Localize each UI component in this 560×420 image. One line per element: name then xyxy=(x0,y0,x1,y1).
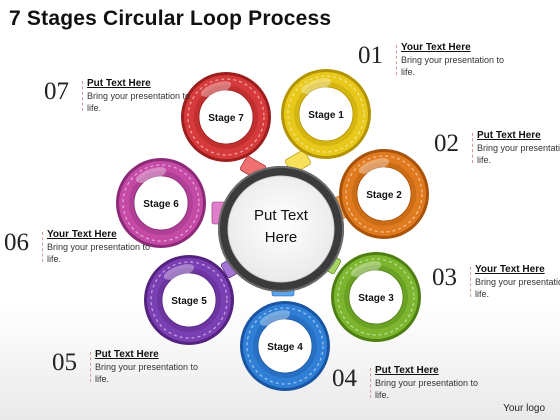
callout-05-separator xyxy=(90,352,91,382)
stage-6-ring[interactable]: Stage 6 xyxy=(116,158,206,248)
central-hub: Put Text Here xyxy=(218,166,344,292)
stage-7-label: Stage 7 xyxy=(208,113,244,124)
stage-1-gloss xyxy=(300,78,332,94)
callout-06-body: Bring your presentation to life. xyxy=(47,242,151,264)
stage-2-gloss xyxy=(358,158,390,174)
stage-3-label: Stage 3 xyxy=(358,293,394,304)
stage-3-stitch xyxy=(337,258,415,336)
callout-07-number: 07 xyxy=(44,78,69,105)
callout-06-number: 06 xyxy=(4,229,29,256)
callout-05-heading: Put Text Here xyxy=(95,349,159,360)
center-text-line1: Put Text xyxy=(254,207,309,224)
callout-06-heading: Your Text Here xyxy=(47,229,117,240)
stage-2-stitch xyxy=(345,155,423,233)
callout-03-heading: Your Text Here xyxy=(475,264,545,275)
stage-1-stitch xyxy=(287,75,365,153)
hub-ring-highlight xyxy=(218,166,344,292)
callout-02-number: 02 xyxy=(434,130,459,157)
stage-6-label: Stage 6 xyxy=(143,199,179,210)
callout-04-number: 04 xyxy=(332,365,357,392)
stage-1-ring[interactable]: Stage 1 xyxy=(281,69,371,159)
callout-01-heading: Your Text Here xyxy=(401,42,471,53)
stage-3-disc xyxy=(348,269,404,325)
callout-03-number: 03 xyxy=(432,264,457,291)
callout-03-separator xyxy=(470,267,471,297)
callout-07-heading: Put Text Here xyxy=(87,78,151,89)
stage-5-gloss xyxy=(163,264,195,280)
callout-01-number: 01 xyxy=(358,42,383,69)
stage-7-ring[interactable]: Stage 7 xyxy=(181,72,271,162)
stage-2-disc xyxy=(356,166,412,222)
page-title: 7 Stages Circular Loop Process xyxy=(9,7,332,30)
stage-6-disc xyxy=(133,175,189,231)
stage-4-disc xyxy=(257,318,313,374)
stage-6-gloss xyxy=(135,167,167,183)
stage-7-gloss xyxy=(200,81,232,97)
callout-07-body: Bring your presentation to life. xyxy=(87,91,191,113)
callout-02-body: Bring your presentation to life. xyxy=(477,143,560,165)
stage-4-label: Stage 4 xyxy=(267,342,303,353)
callout-04-separator xyxy=(370,368,371,398)
stage-5-disc xyxy=(161,272,217,328)
stage-2-label: Stage 2 xyxy=(366,190,402,201)
stage-7-disc xyxy=(198,89,254,145)
stage-rings: Stage 1 Stage 2 Stage 3 Stage 4 Stage 5 Stage… xyxy=(116,69,429,391)
stage-3-ring[interactable]: Stage 3 xyxy=(331,252,421,342)
callout-04-heading: Put Text Here xyxy=(375,365,439,376)
callout-07-separator xyxy=(82,81,83,111)
logo-text: Your logo xyxy=(503,403,545,414)
callout-04-body: Bring your presentation to life. xyxy=(375,378,479,400)
callout-06-separator xyxy=(42,232,43,262)
hub-inner-disc xyxy=(227,175,335,283)
stage-4-ring[interactable]: Stage 4 xyxy=(240,301,330,391)
center-text-line2: Here xyxy=(265,229,298,246)
callout-05-number: 05 xyxy=(52,349,77,376)
callout-03-body: Bring your presentation to life. xyxy=(475,277,560,299)
stage-2-ring[interactable]: Stage 2 xyxy=(339,149,429,239)
callout-02-heading: Put Text Here xyxy=(477,130,541,141)
stage-3-gloss xyxy=(350,261,382,277)
callout-02-separator xyxy=(472,133,473,163)
stage-1-label: Stage 1 xyxy=(308,110,344,121)
stage-7-stitch xyxy=(187,78,265,156)
stage-4-gloss xyxy=(259,310,291,326)
stage-4-stitch xyxy=(246,307,324,385)
stage-5-label: Stage 5 xyxy=(171,296,207,307)
stage-1-disc xyxy=(298,86,354,142)
stage-5-ring[interactable]: Stage 5 xyxy=(144,255,234,345)
callout-05-body: Bring your presentation to life. xyxy=(95,362,199,384)
stage-6-stitch xyxy=(122,164,200,242)
callout-01-body: Bring your presentation to life. xyxy=(401,55,505,77)
callout-01-separator xyxy=(396,45,397,75)
stage-5-stitch xyxy=(150,261,228,339)
